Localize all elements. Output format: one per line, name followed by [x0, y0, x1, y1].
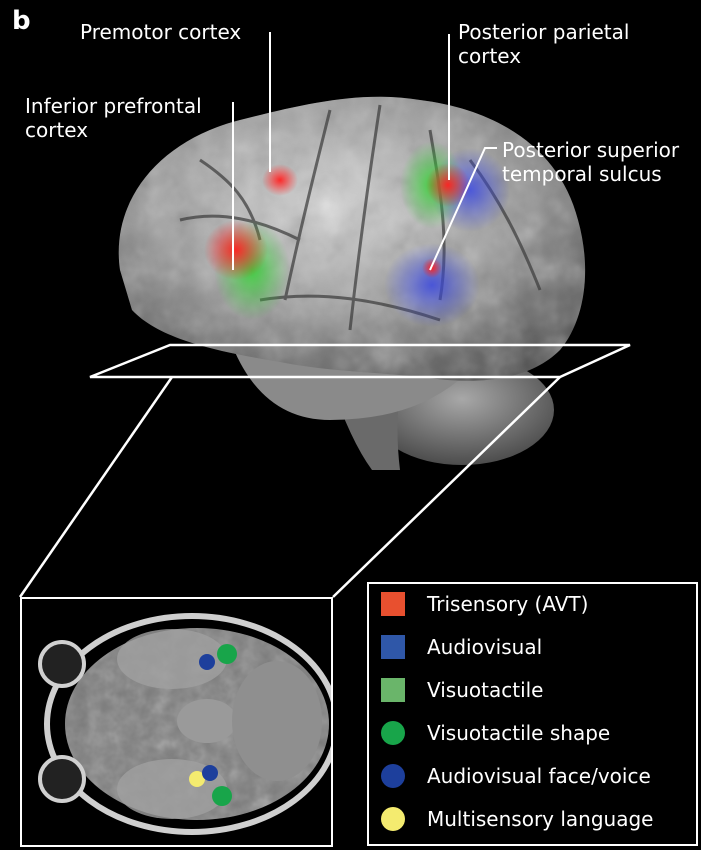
legend: Trisensory (AVT) Audiovisual Visuotactil… — [367, 582, 698, 846]
legend-swatch-audiovisual-face-voice — [381, 764, 405, 788]
legend-swatch-trisensory — [381, 592, 405, 616]
prefrontal-trisensory-activation — [204, 220, 268, 280]
legend-label: Visuotactile shape — [427, 721, 610, 745]
mri-axial-inset — [20, 597, 333, 847]
visuotactile-shape-dot-top — [217, 644, 237, 664]
panel-letter: b — [12, 6, 31, 36]
legend-swatch-visuotactile-shape — [381, 721, 405, 745]
legend-item-visuotactile-shape: Visuotactile shape — [381, 717, 610, 749]
visuotactile-shape-dot-bottom — [212, 786, 232, 806]
premotor-activation — [262, 164, 298, 196]
right-eye — [40, 757, 84, 801]
legend-item-trisensory: Trisensory (AVT) — [381, 588, 588, 620]
legend-swatch-audiovisual — [381, 635, 405, 659]
left-eye — [40, 642, 84, 686]
sts-audiovisual-activation — [384, 243, 480, 327]
legend-label: Multisensory language — [427, 807, 653, 831]
cerebellum-slice — [232, 661, 322, 781]
audiovisual-face-voice-dot-top — [199, 654, 215, 670]
legend-item-audiovisual: Audiovisual — [381, 631, 542, 663]
legend-label: Trisensory (AVT) — [427, 592, 588, 616]
legend-label: Audiovisual — [427, 635, 542, 659]
legend-item-audiovisual-face-voice: Audiovisual face/voice — [381, 760, 651, 792]
posterior-parietal-cortex-label: Posterior parietal cortex — [458, 20, 629, 68]
legend-label: Audiovisual face/voice — [427, 764, 651, 788]
legend-item-multisensory-language: Multisensory language — [381, 803, 653, 835]
legend-swatch-multisensory-language — [381, 807, 405, 831]
inferior-prefrontal-cortex-label: Inferior prefrontal cortex — [25, 94, 202, 142]
sts-trisensory-activation — [422, 258, 442, 278]
audiovisual-face-voice-dot-bottom — [202, 765, 218, 781]
posterior-superior-temporal-sulcus-label: Posterior superior temporal sulcus — [502, 138, 679, 186]
legend-item-visuotactile: Visuotactile — [381, 674, 543, 706]
legend-label: Visuotactile — [427, 678, 543, 702]
mri-axial-slice — [22, 599, 333, 847]
midbrain — [177, 699, 237, 743]
projection-line-left — [20, 377, 172, 597]
premotor-cortex-label: Premotor cortex — [80, 20, 241, 44]
legend-swatch-visuotactile — [381, 678, 405, 702]
